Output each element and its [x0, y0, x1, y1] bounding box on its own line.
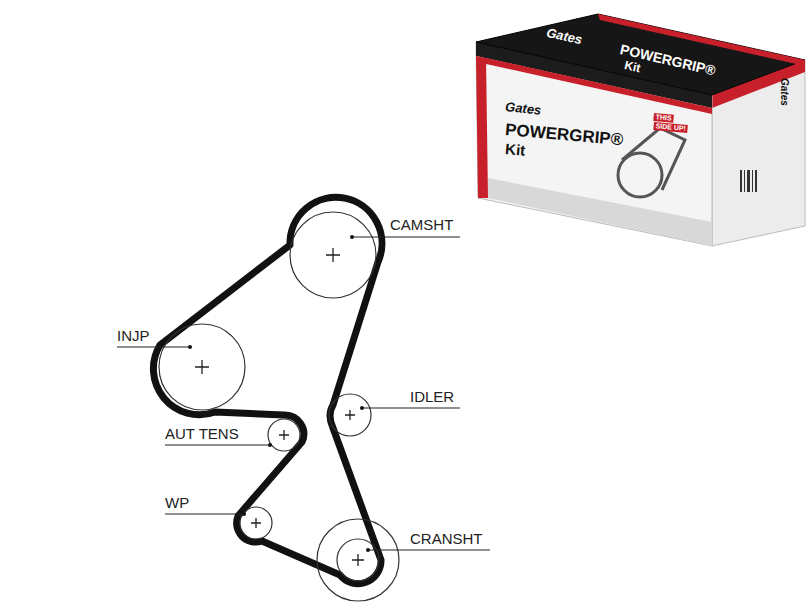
part-label: WP	[165, 495, 189, 512]
part-label: IDLER	[410, 389, 454, 406]
center-marks	[195, 248, 364, 566]
brand-logo: Gates	[779, 78, 790, 106]
box-barcode	[740, 170, 757, 192]
crankshaft-pulley	[337, 539, 379, 581]
pulleys	[159, 212, 399, 601]
part-label: CAMSHT	[390, 217, 453, 234]
idler-pulley	[329, 394, 371, 436]
leader-lines	[117, 237, 490, 550]
water-pump-pulley	[240, 507, 272, 539]
product-name: Kit	[505, 141, 526, 159]
box-belt-picture	[618, 128, 685, 197]
part-label: INJP	[117, 328, 150, 345]
camshaft-pulley	[290, 212, 376, 298]
timing-belt	[153, 197, 382, 583]
box-front-stripe	[476, 56, 488, 198]
crankshaft-outer-circle	[317, 519, 399, 601]
leader-dots	[188, 235, 370, 552]
box-top	[476, 14, 805, 95]
tensioner-pulley	[268, 419, 300, 451]
part-label: AUT TENS	[165, 426, 239, 443]
product-box	[476, 14, 805, 246]
injection-pump-pulley	[159, 324, 245, 410]
box-front-base	[488, 178, 712, 246]
part-label: CRANSHT	[410, 531, 483, 548]
warning-tag: THIS	[653, 113, 674, 122]
